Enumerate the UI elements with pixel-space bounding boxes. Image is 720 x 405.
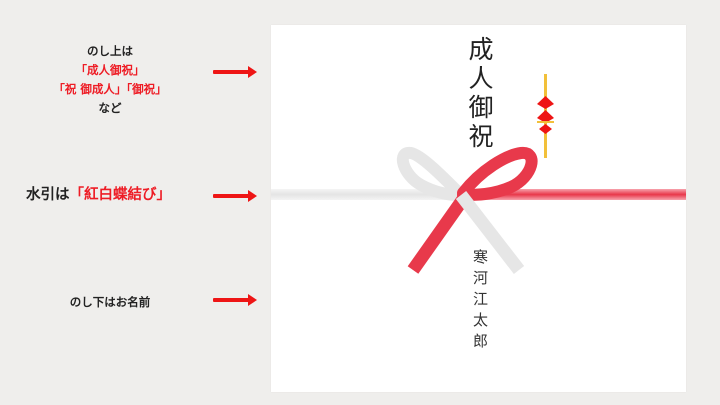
arrow-right-icon [213, 190, 257, 202]
arrow-right-icon [213, 66, 257, 78]
omotegaki-text: 成人御祝 [465, 36, 494, 152]
annotation-highlight: 「紅白蝶結び」 [69, 187, 172, 203]
name-annotation: のし下はお名前 [50, 293, 170, 312]
giver-name-text: 寒河江太郎 [471, 249, 489, 354]
arrow-right-icon [213, 294, 257, 306]
annotation-text: 水引は [26, 187, 70, 203]
annotation-example: 「成人御祝」 [75, 63, 145, 77]
annotation-text: など [98, 101, 122, 115]
annotation-text: のし上は [87, 44, 133, 58]
annotation-panel: のし上は 「成人御祝」 「祝 御成人」「御祝」 など 水引は「紅白蝶結び」 のし… [0, 0, 270, 405]
annotation-text: のし下はお名前 [69, 295, 151, 309]
noshi-icon [537, 74, 554, 158]
mizuhiki-annotation: 水引は「紅白蝶結び」 [26, 186, 171, 205]
annotation-example: 「祝 御成人」「御祝」 [53, 82, 167, 96]
red-cord [461, 189, 686, 200]
mizuhiki-cord-graphic [271, 74, 686, 274]
red-tail [407, 191, 472, 274]
white-loop [396, 147, 465, 201]
noshi-paper: 成人御祝 寒河江太郎 [271, 25, 686, 392]
white-cord [271, 189, 461, 200]
red-loop [457, 147, 538, 201]
white-tail [455, 191, 525, 274]
omotegaki-annotation: のし上は 「成人御祝」 「祝 御成人」「御祝」 など [30, 42, 190, 118]
